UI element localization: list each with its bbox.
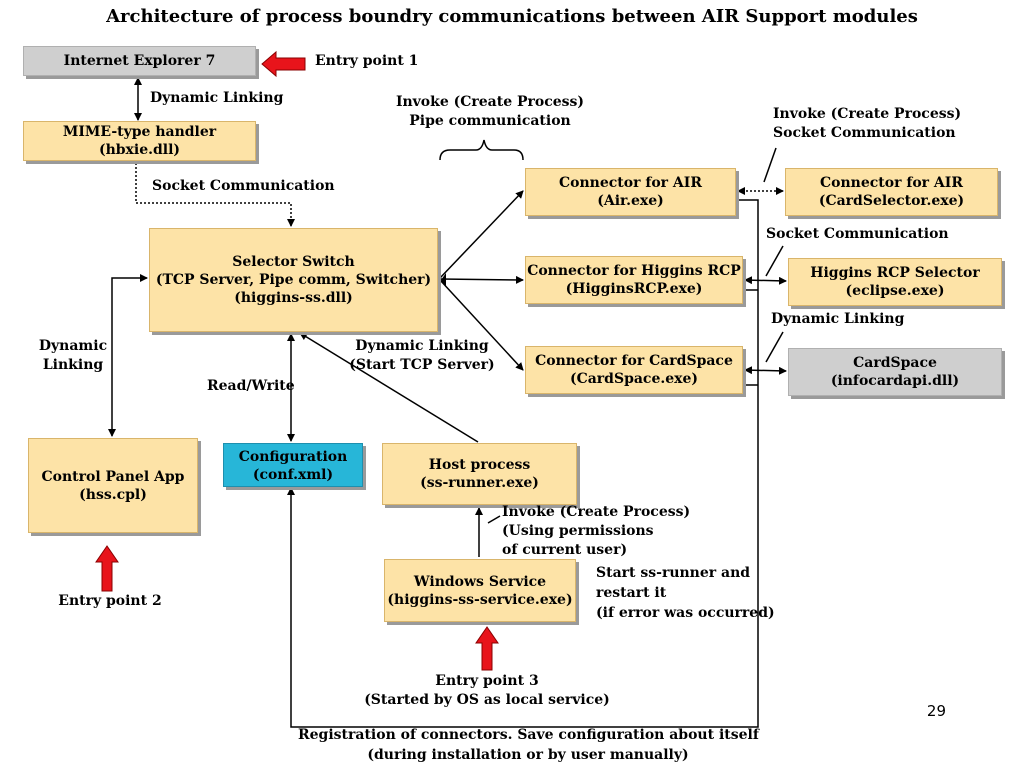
box-sublabel: (HigginsRCP.exe) — [565, 281, 703, 297]
box-label: Control Panel App — [41, 468, 185, 485]
entry-arrow-1 — [261, 50, 306, 78]
label-line: of current user) — [502, 542, 628, 558]
box-configuration: Configuration (conf.xml) — [223, 443, 363, 487]
callout-invoke-perm — [487, 515, 501, 524]
label-line: Invoke (Create Process) — [773, 106, 962, 122]
label-line: Linking — [42, 357, 104, 373]
invoke-socket-label: Invoke (Create Process) Socket Communica… — [773, 105, 961, 143]
link-selector-controlpanel — [108, 274, 148, 437]
box-label: Configuration — [238, 449, 348, 465]
label-line: Invoke (Create Process) — [502, 504, 691, 520]
dynamic-linking-tcp-label: Dynamic Linking (Start TCP Server) — [347, 337, 497, 375]
label-line: Dynamic — [38, 338, 108, 354]
dynamic-linking-label-right: Dynamic Linking — [771, 311, 905, 327]
link-cardspace-dll — [744, 366, 787, 375]
link-selector-air — [439, 190, 524, 279]
box-sublabel: (Air.exe) — [597, 193, 664, 209]
callout-socket-right — [765, 245, 784, 277]
box-label: Internet Explorer 7 — [63, 53, 216, 69]
box-internet-explorer: Internet Explorer 7 — [23, 46, 256, 76]
invoke-pipe-label: Invoke (Create Process) Pipe communicati… — [390, 93, 590, 131]
box-sublabel: (conf.xml) — [252, 467, 334, 483]
box-selector-switch: Selector Switch (TCP Server, Pipe comm, … — [149, 228, 438, 332]
entry-arrow-3 — [475, 626, 499, 671]
box-label: Connector for AIR — [559, 175, 702, 191]
entry-point-2-label: Entry point 2 — [58, 593, 162, 609]
entry-arrow-2 — [95, 545, 119, 592]
box-sublabel: (CardSelector.exe) — [818, 193, 965, 209]
label-line: Start ss-runner and — [596, 565, 751, 581]
label-line: (during installation or by user manually… — [367, 747, 689, 763]
box-label: Host process — [428, 457, 531, 473]
box-higgins-rcp-selector: Higgins RCP Selector (eclipse.exe) — [788, 258, 1002, 306]
box-connector-cardspace: Connector for CardSpace (CardSpace.exe) — [525, 346, 743, 394]
label-line: (Using permissions — [502, 523, 654, 539]
label-line: Entry point 3 — [435, 673, 539, 689]
registration-label: Registration of connectors. Save configu… — [298, 725, 759, 765]
box-sublabel: (ss-runner.exe) — [420, 475, 539, 491]
box-connector-air: Connector for AIR (Air.exe) — [525, 168, 736, 216]
box-label: CardSpace — [853, 355, 937, 371]
page-number: 29 — [926, 702, 946, 720]
box-sublabel: (TCP Server, Pipe comm, Switcher) — [155, 272, 432, 288]
entry-point-3-label: Entry point 3 (Started by OS as local se… — [362, 672, 612, 710]
box-label: Higgins RCP Selector — [810, 265, 980, 281]
link-registration — [287, 199, 759, 728]
box-label: Windows Service — [413, 573, 547, 590]
box-control-panel: Control Panel App (hss.cpl) — [28, 438, 198, 533]
brace-pipe — [439, 139, 524, 161]
link-mime-selector — [135, 163, 295, 227]
box-sublabel: (higgins-ss-service.exe) — [387, 591, 573, 608]
box-sublabel: (eclipse.exe) — [845, 283, 945, 299]
socket-comm-label-right: Socket Communication — [766, 226, 949, 242]
box-card-selector: Connector for AIR (CardSelector.exe) — [785, 168, 998, 216]
callout-dynlink-right — [765, 331, 784, 363]
read-write-label: Read/Write — [207, 378, 295, 394]
box-label: Selector Switch — [232, 254, 355, 270]
box-sublabel: (CardSpace.exe) — [569, 371, 699, 387]
label-line: Socket Communication — [773, 125, 956, 141]
box-label: Connector for AIR — [820, 175, 963, 191]
label-line: (if error was occurred) — [596, 605, 775, 621]
label-line: Invoke (Create Process) — [395, 94, 585, 110]
junction-marker — [441, 273, 446, 287]
label-line: Pipe communication — [409, 113, 571, 129]
label-line: restart it — [596, 585, 667, 601]
box-label: Connector for CardSpace — [535, 353, 733, 369]
diagram-title: Architecture of process boundry communic… — [106, 6, 918, 27]
dynamic-linking-label-top: Dynamic Linking — [150, 90, 284, 106]
entry-point-1-label: Entry point 1 — [315, 53, 419, 69]
box-label: MIME-type handler — [62, 124, 217, 140]
link-higgins-rcp — [744, 276, 787, 285]
callout-socket-top — [763, 147, 777, 183]
link-selector-higgins — [439, 275, 524, 284]
invoke-permissions-label: Invoke (Create Process) (Using permissio… — [502, 503, 690, 560]
label-line: (Started by OS as local service) — [364, 692, 610, 708]
box-label: Connector for Higgins RCP — [527, 263, 741, 279]
link-host-selector — [299, 332, 479, 443]
box-sublabel: (higgins-ss.dll) — [234, 290, 353, 306]
box-sublabel: (infocardapi.dll) — [830, 373, 960, 389]
box-sublabel: (hss.cpl) — [79, 486, 147, 503]
box-windows-service: Windows Service (higgins-ss-service.exe) — [384, 559, 576, 622]
label-line: Dynamic Linking — [355, 338, 489, 354]
box-mime-handler: MIME-type handler (hbxie.dll) — [23, 121, 256, 161]
dynamic-linking-label-left: Dynamic Linking — [28, 337, 118, 375]
socket-comm-label-left: Socket Communication — [152, 178, 335, 194]
box-cardspace-dll: CardSpace (infocardapi.dll) — [788, 348, 1002, 396]
restart-label: Start ss-runner and restart it (if error… — [596, 563, 775, 623]
label-line: (Start TCP Server) — [349, 357, 495, 373]
box-sublabel: (hbxie.dll) — [98, 142, 181, 158]
box-host-process: Host process (ss-runner.exe) — [382, 443, 577, 505]
link-selector-cardspace — [439, 279, 524, 371]
label-line: Registration of connectors. Save configu… — [298, 727, 759, 743]
box-connector-higgins: Connector for Higgins RCP (HigginsRCP.ex… — [525, 256, 743, 304]
